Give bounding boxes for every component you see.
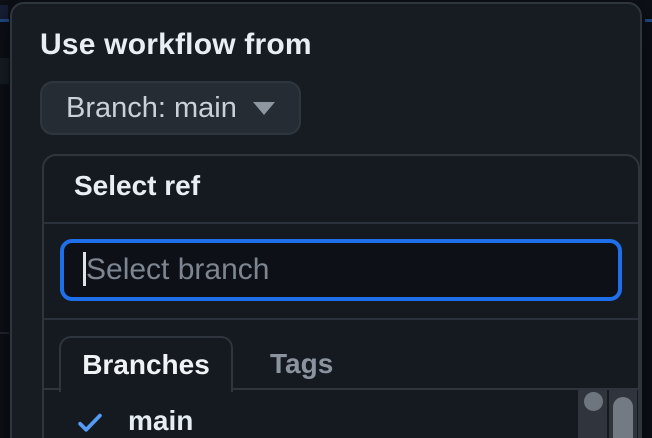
tabs-bottom-border (44, 388, 638, 390)
ref-list-item-main[interactable]: main (44, 396, 564, 438)
ref-selector-panel: Select ref Branches Tags main (42, 154, 640, 438)
scrollbar-outer[interactable] (578, 390, 607, 438)
ref-selector-title: Select ref (74, 170, 201, 201)
panel-divider (44, 222, 638, 224)
run-workflow-popover: Use workflow from Branch: main Select re… (10, 2, 642, 438)
scrollbar-ref-list[interactable] (609, 390, 637, 438)
background-accent-line (0, 19, 9, 22)
scrollbar-thumb[interactable] (584, 392, 603, 411)
ref-name: main (128, 405, 194, 436)
background-accent-line (645, 19, 652, 22)
background-divider (0, 332, 9, 334)
branch-select-label: Branch: main (66, 91, 237, 124)
triangle-down-icon (252, 101, 275, 115)
tab-tags[interactable]: Tags (270, 348, 334, 379)
scrollbar-thumb[interactable] (613, 397, 633, 438)
ref-search-input[interactable] (60, 239, 622, 301)
background-element (0, 5, 8, 20)
check-icon (78, 413, 102, 432)
tab-branches[interactable]: Branches (59, 336, 233, 392)
background-element (0, 58, 9, 84)
popover-title: Use workflow from (40, 28, 312, 61)
text-cursor (83, 252, 86, 286)
panel-divider (44, 318, 638, 320)
tab-branches-label: Branches (82, 349, 210, 380)
branch-select-button[interactable]: Branch: main (40, 81, 301, 135)
